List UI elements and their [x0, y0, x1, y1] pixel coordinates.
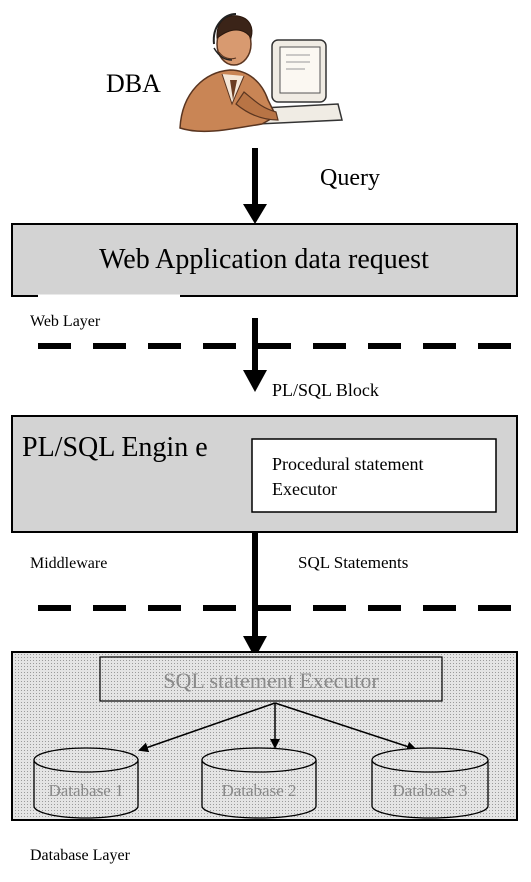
plsql-block-label: PL/SQL Block: [272, 380, 379, 400]
database-3-label: Database 3: [392, 781, 467, 800]
db1-arrow: [138, 702, 276, 753]
middleware-label: Middleware: [30, 555, 107, 572]
sql-statements-label: SQL Statements: [298, 553, 408, 572]
actor-label: DBA: [106, 69, 161, 98]
sql-executor-box: [99, 656, 443, 702]
sql-arrow-head: [243, 636, 267, 658]
web-application-label: Web Application data request: [99, 244, 429, 275]
query-arrow-head: [243, 204, 267, 224]
database-1-label: Database 1: [48, 781, 123, 800]
plsql-arrow-head: [243, 370, 267, 392]
query-label: Query: [320, 165, 380, 191]
database-1-cylinder: Database 1: [33, 747, 139, 819]
db3-arrow: [274, 702, 417, 752]
procedural-executor-box: [251, 438, 497, 513]
procedural-executor-line2: Executor: [272, 479, 337, 499]
database-2-label: Database 2: [221, 781, 296, 800]
sql-executor-label: SQL statement Executor: [163, 668, 379, 693]
web-application-box: [11, 223, 518, 297]
plsql-engine-label: PL/SQL Engin e: [22, 432, 208, 463]
person-at-computer-icon: [179, 13, 343, 133]
database-layer-label: Database Layer: [30, 847, 131, 864]
database-3-cylinder: Database 3: [371, 747, 489, 819]
web-layer-label: Web Layer: [30, 313, 101, 330]
procedural-executor-line1: Procedural statement: [272, 454, 423, 474]
database-2-cylinder: Database 2: [201, 747, 317, 819]
